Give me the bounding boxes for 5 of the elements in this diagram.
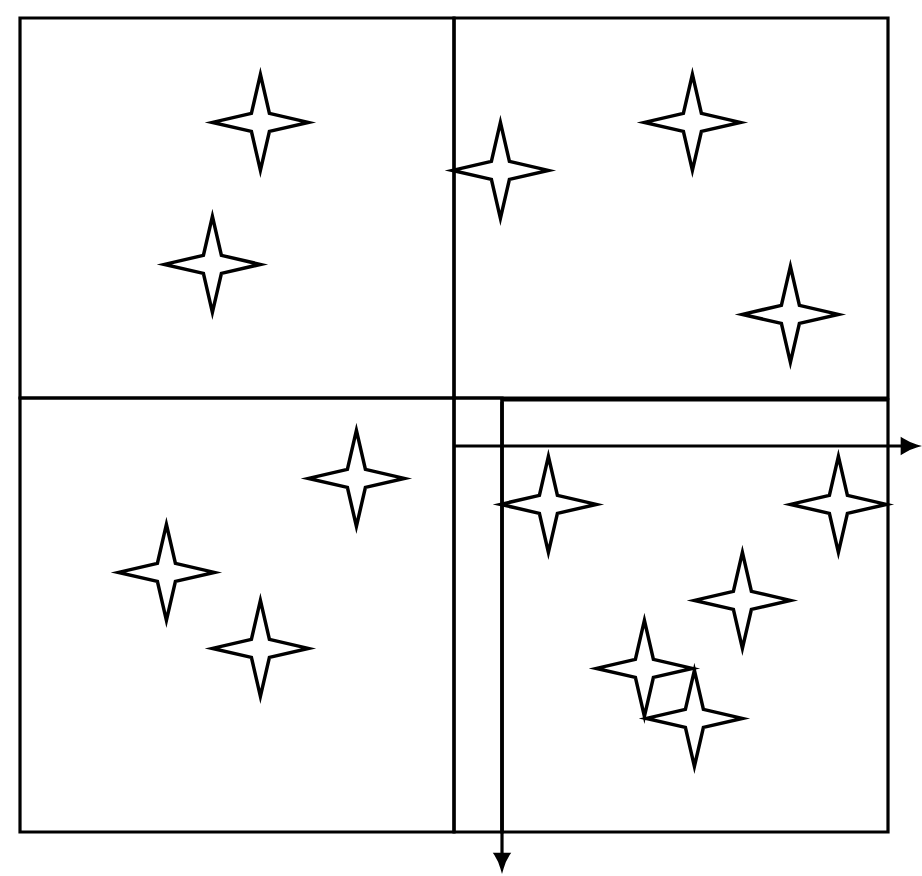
panel-box	[500, 398, 890, 834]
panel-box	[18, 16, 456, 400]
panel-box	[452, 396, 504, 834]
panel-box	[18, 396, 456, 834]
panel-box	[452, 16, 890, 400]
